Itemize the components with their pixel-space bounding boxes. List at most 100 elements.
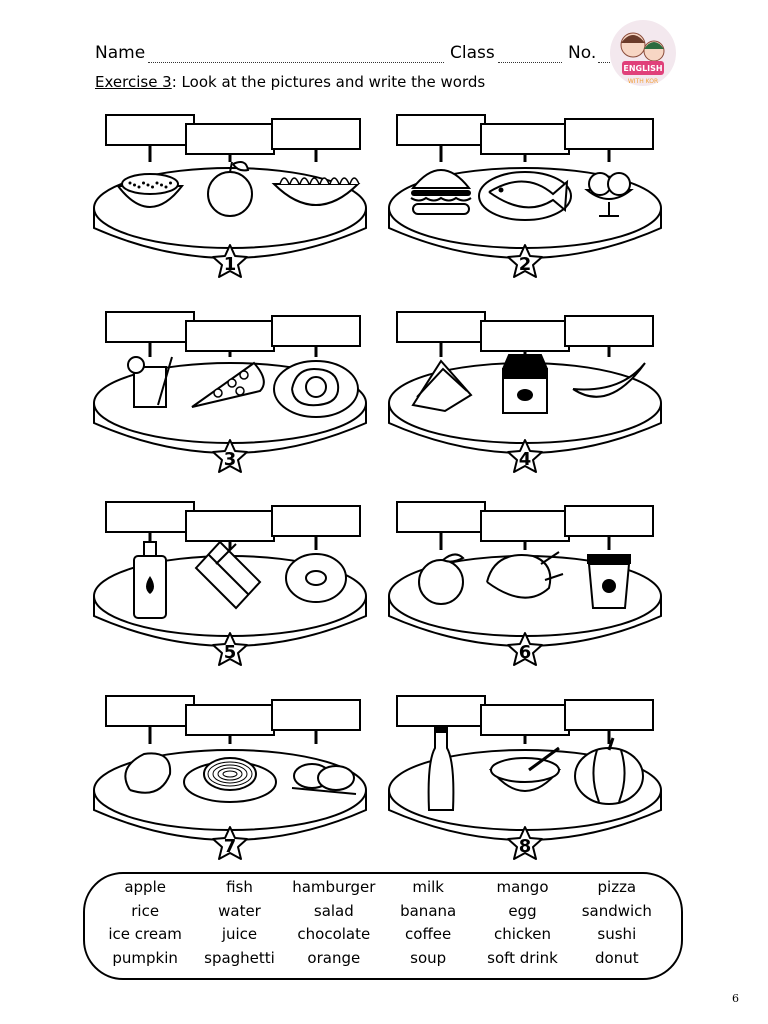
plate-number: 8 — [519, 836, 532, 857]
answer-sign[interactable] — [105, 311, 195, 343]
word-bank-item: mango — [496, 878, 549, 896]
word-bank-item: soft drink — [487, 948, 558, 967]
word-bank-item: banana — [400, 901, 457, 920]
word-bank-item: spaghetti — [204, 948, 275, 967]
water-bottle-icon — [133, 541, 167, 619]
ice-cream-icon — [584, 172, 634, 217]
name-field[interactable] — [148, 62, 444, 63]
orange-icon — [418, 553, 465, 605]
number-label: No. — [568, 43, 597, 63]
roast-chicken-icon — [486, 551, 564, 599]
answer-sign[interactable] — [105, 695, 195, 727]
answer-sign[interactable] — [480, 704, 570, 736]
plate-number: 2 — [519, 254, 532, 275]
answer-sign[interactable] — [271, 118, 361, 150]
chocolate-bar-icon — [194, 540, 262, 610]
hamburger-icon — [410, 169, 472, 215]
answer-sign[interactable] — [271, 315, 361, 347]
answer-sign[interactable] — [396, 501, 486, 533]
plate-1: 1 — [93, 114, 367, 278]
coffee-cup-icon — [587, 554, 631, 609]
answer-sign[interactable] — [564, 505, 654, 537]
sandwich-icon — [411, 359, 473, 413]
plate-5: 5 — [93, 501, 367, 666]
answer-sign[interactable] — [396, 695, 486, 727]
exercise-text: : Look at the pictures and write the wor… — [171, 73, 486, 91]
answer-sign[interactable] — [185, 510, 275, 542]
donut-icon — [285, 553, 347, 603]
word-bank-item: rice — [131, 901, 160, 920]
answer-sign[interactable] — [105, 501, 195, 533]
exercise-instruction: Exercise 3: Look at the pictures and wri… — [95, 73, 485, 91]
soup-bowl-icon — [488, 746, 562, 792]
word-bank: apple fish hamburger milk mango pizza rice wate… — [98, 877, 664, 969]
food-plates-illustration: 1 2 3 4 5 6 7 8 — [93, 114, 662, 860]
fried-egg-icon — [273, 360, 359, 418]
answer-sign[interactable] — [271, 699, 361, 731]
word-bank-item: juice — [221, 925, 258, 943]
logo-text: ENGLISH — [623, 64, 662, 73]
answer-sign[interactable] — [271, 505, 361, 537]
class-field[interactable] — [498, 62, 562, 63]
rice-bowl-icon — [115, 173, 185, 208]
plate-number: 4 — [519, 449, 532, 470]
plate-2: 2 — [388, 114, 662, 278]
fish-plate-icon — [478, 171, 572, 221]
class-label: Class — [450, 43, 495, 63]
answer-sign[interactable] — [480, 510, 570, 542]
mango-icon — [124, 752, 172, 794]
word-bank-item: pizza — [597, 878, 637, 896]
plate-7: 7 — [93, 695, 367, 860]
soft-drink-bottle-icon — [427, 726, 455, 811]
answer-sign[interactable] — [480, 123, 570, 155]
plate-number: 6 — [519, 642, 532, 663]
apple-icon — [207, 161, 253, 217]
juice-glass-icon — [127, 356, 173, 408]
word-bank-item: apple — [124, 878, 166, 896]
answer-sign[interactable] — [185, 320, 275, 352]
word-bank-item: fish — [226, 878, 253, 896]
answer-sign[interactable] — [564, 118, 654, 150]
page-number: 6 — [732, 992, 739, 1005]
word-bank-item: salad — [313, 901, 354, 920]
plate-number: 7 — [224, 836, 237, 857]
answer-sign[interactable] — [185, 123, 275, 155]
plate-number: 3 — [224, 449, 237, 470]
word-bank-item: egg — [508, 901, 537, 920]
word-bank-item: milk — [412, 878, 444, 896]
pumpkin-icon — [574, 737, 644, 805]
plate-6: 6 — [388, 501, 662, 666]
plate-4: 4 — [388, 311, 662, 473]
word-bank-item: soup — [410, 948, 447, 967]
word-bank-item: water — [218, 901, 261, 920]
word-bank-item: sandwich — [581, 901, 652, 920]
exercise-number: Exercise 3 — [95, 73, 172, 91]
word-bank-item: orange — [307, 948, 361, 967]
word-bank-item: pumpkin — [112, 948, 178, 967]
word-bank-item: chocolate — [297, 925, 371, 943]
answer-sign[interactable] — [480, 320, 570, 352]
word-bank-box — [83, 872, 683, 980]
answer-sign[interactable] — [564, 315, 654, 347]
answer-sign[interactable] — [396, 311, 486, 343]
plate-number: 5 — [224, 642, 237, 663]
milk-carton-icon — [502, 354, 548, 414]
answer-sign[interactable] — [396, 114, 486, 146]
plate-3: 3 — [93, 311, 367, 473]
word-bank-item: donut — [595, 948, 639, 967]
word-bank-item: ice cream — [108, 925, 182, 943]
plate-8: 8 — [388, 695, 662, 860]
word-bank-item: hamburger — [292, 878, 376, 896]
plate-number: 1 — [224, 254, 237, 275]
logo-subtext: WITH KOR — [628, 78, 658, 85]
english-logo: ENGLISH WITH KOR — [610, 20, 676, 86]
word-bank-item: sushi — [597, 925, 637, 943]
answer-sign[interactable] — [564, 699, 654, 731]
pizza-slice-icon — [191, 361, 265, 408]
answer-sign[interactable] — [185, 704, 275, 736]
name-label: Name — [95, 43, 146, 63]
word-bank-item: coffee — [405, 925, 452, 943]
word-bank-item: chicken — [493, 925, 552, 943]
answer-sign[interactable] — [105, 114, 195, 146]
number-field[interactable] — [598, 62, 610, 63]
